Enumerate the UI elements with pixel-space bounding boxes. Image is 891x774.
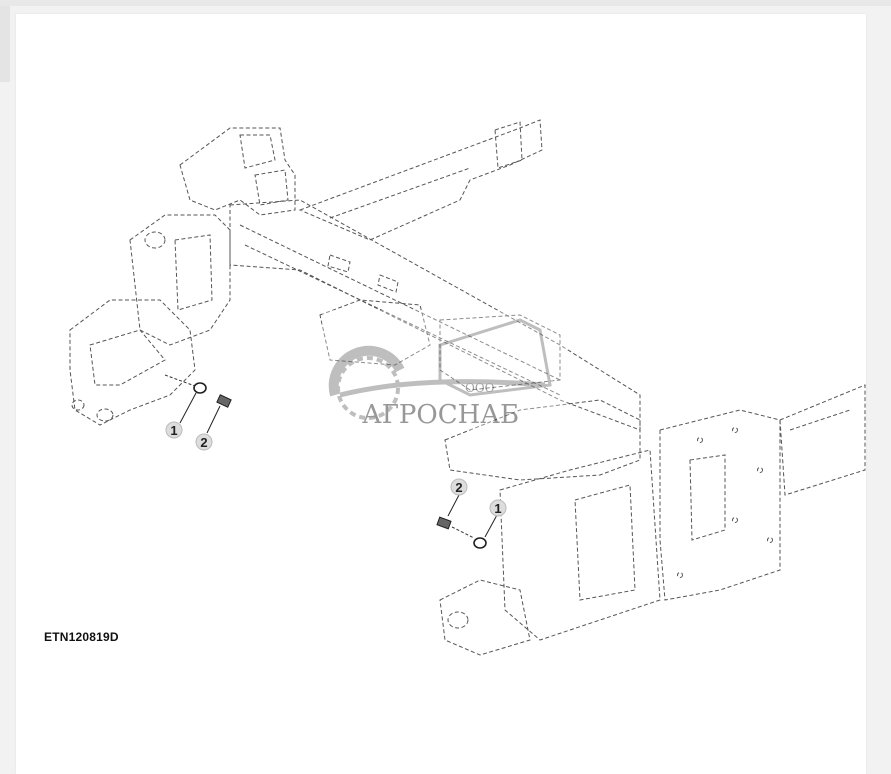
watermark-line2: АГРОСНАБ xyxy=(362,400,519,430)
right-upper-plate xyxy=(444,399,641,481)
right-mid-plate xyxy=(499,449,661,641)
callout-right-2: 2 xyxy=(450,478,468,496)
callout-label: 2 xyxy=(200,435,207,450)
diagram-card xyxy=(16,14,866,774)
top-bar xyxy=(0,0,891,6)
washer-icon xyxy=(473,537,487,549)
watermark-line1: ООО xyxy=(465,381,495,395)
callout-left-1: 1 xyxy=(165,421,183,439)
washer-icon xyxy=(193,382,207,394)
left-fastener-set xyxy=(164,374,232,434)
gear-icon xyxy=(328,345,405,397)
right-rear-plate xyxy=(659,409,781,601)
right-extension-arm xyxy=(779,384,866,496)
frame-drawing xyxy=(69,119,866,656)
callout-label: 1 xyxy=(494,501,501,516)
bolt-icon xyxy=(216,394,232,408)
callout-label: 1 xyxy=(170,423,177,438)
bolt-icon xyxy=(436,516,452,530)
callout-right-1: 1 xyxy=(489,499,507,517)
right-fastener-set xyxy=(436,494,498,549)
left-lower-cradle xyxy=(69,299,196,426)
callout-left-2: 2 xyxy=(195,433,213,451)
left-side-plate xyxy=(129,214,231,346)
figure-id: ETN120819D xyxy=(44,630,119,644)
watermark-logo: ООО АГРОСНАБ xyxy=(322,310,567,430)
callout-label: 2 xyxy=(455,480,462,495)
center-mount-block xyxy=(319,299,431,366)
upper-boom xyxy=(298,119,543,241)
left-upper-bracket xyxy=(179,127,296,216)
right-lower-foot xyxy=(439,579,531,656)
left-panel-edge xyxy=(0,6,10,82)
